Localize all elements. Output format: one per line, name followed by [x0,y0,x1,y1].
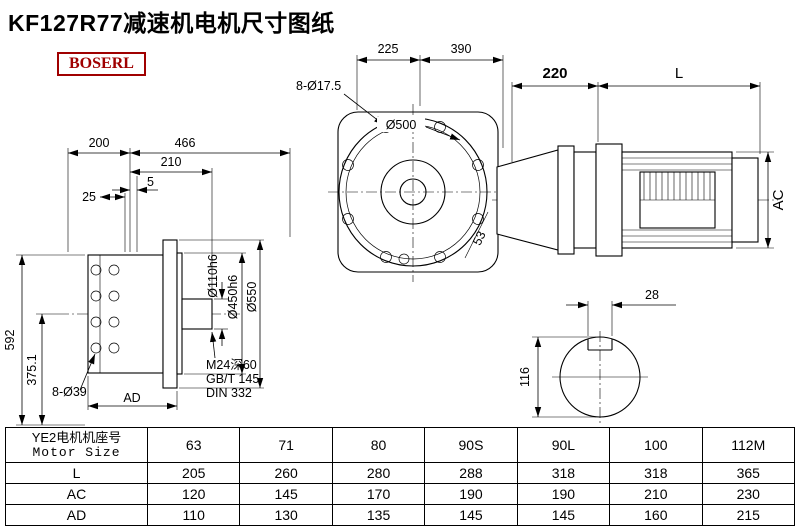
table-cell: 145 [516,504,611,526]
motor-fins [622,157,732,243]
table-cell: 205 [146,462,241,484]
col-header: 90L [516,427,611,463]
table-row-AC: AC 120 145 170 190 190 210 230 [5,483,796,505]
table-cell: 230 [701,483,796,505]
col-header: 71 [239,427,333,463]
row-label: AC [5,483,148,505]
col-header: 112M [701,427,796,463]
dim-label-466: 466 [175,136,196,150]
table-header-row: YE2电机机座号 Motor Size 63 71 80 90S 90L 100… [5,427,796,463]
dim-label-592: 592 [3,330,17,351]
dim-label-550: Ø550 [245,282,259,313]
table-cell: 120 [146,483,241,505]
dim-label-28: 28 [645,288,659,302]
dim-label-L: L [675,65,683,82]
note-tap-din: DIN 332 [206,386,252,400]
dim-label-450: Ø450h6 [226,275,240,320]
gearbox-body [87,254,164,374]
page-title: KF127R77减速机电机尺寸图纸 [8,10,335,36]
table-cell: 215 [701,504,796,526]
table-cell: 110 [146,504,241,526]
oil-plug [398,253,410,265]
motor-bracket [595,143,623,257]
shaft-cross-section: 28 116 [518,288,676,423]
motor-size-table: YE2电机机座号 Motor Size 63 71 80 90S 90L 100… [5,427,796,526]
dim-label-200: 200 [89,136,110,150]
col-header: 90S [424,427,518,463]
dim-label-AC: AC [770,189,787,210]
dim-label-500: Ø500 [386,118,417,132]
table-cell: 190 [424,483,518,505]
table-header-label: YE2电机机座号 Motor Size [5,427,148,463]
table-cell: 130 [239,504,333,526]
dim-label-110: Ø110h6 [206,254,220,298]
output-flange [162,239,178,389]
col-header: 63 [146,427,241,463]
dim-label-53: 53 [470,229,489,248]
col-header: 100 [609,427,703,463]
table-row-L: L 205 260 280 288 318 318 365 [5,462,796,484]
table-cell: 365 [701,462,796,484]
stator-hatch [643,172,711,200]
table-cell: 170 [331,483,426,505]
dim-label-116: 116 [518,367,532,387]
table-cell: 190 [516,483,611,505]
table-cell: 318 [609,462,703,484]
motor-side-view: 220 L AC [492,65,787,257]
col-header: 80 [331,427,426,463]
note-tap-size: M24深60 [206,358,257,372]
dim-label-AD: AD [123,391,140,405]
fan-cover [731,157,759,243]
front-view: 225 390 8-Ø17.5 Ø500 53 [296,42,504,282]
table-cell: 135 [331,504,426,526]
dim-label-210: 210 [161,155,182,169]
table-header-label-en: Motor Size [32,445,121,460]
output-shaft [181,298,213,330]
dim-label-25: 25 [82,190,96,204]
dim-label-375: 375.1 [25,354,39,385]
table-cell: 280 [331,462,426,484]
table-cell: 318 [516,462,611,484]
table-header-label-cn: YE2电机机座号 [31,430,122,445]
row-label: AD [5,504,148,526]
dim-label-bolt-front: 8-Ø17.5 [296,79,341,93]
table-cell: 145 [239,483,333,505]
table-row-AD: AD 110 130 135 145 145 160 215 [5,504,796,526]
bolt-holes-side [90,264,120,354]
dim-label-5: 5 [147,175,154,189]
table-cell: 145 [424,504,518,526]
table-cell: 210 [609,483,703,505]
brand-logo: BOSERL [57,52,146,76]
table-cell: 160 [609,504,703,526]
table-cell: 260 [239,462,333,484]
dim-label-bolt-side: 8-Ø39 [52,385,87,399]
dim-label-225: 225 [378,42,399,56]
dim-label-390: 390 [451,42,472,56]
dim-label-220: 220 [542,65,567,82]
table-cell: 288 [424,462,518,484]
gearbox-side-view: 200 466 210 5 25 592 375.1 8-Ø39 [3,136,291,426]
adapter-bell [496,149,559,251]
note-tap-standard: GB/T 145 [206,372,259,386]
row-label: L [5,462,148,484]
